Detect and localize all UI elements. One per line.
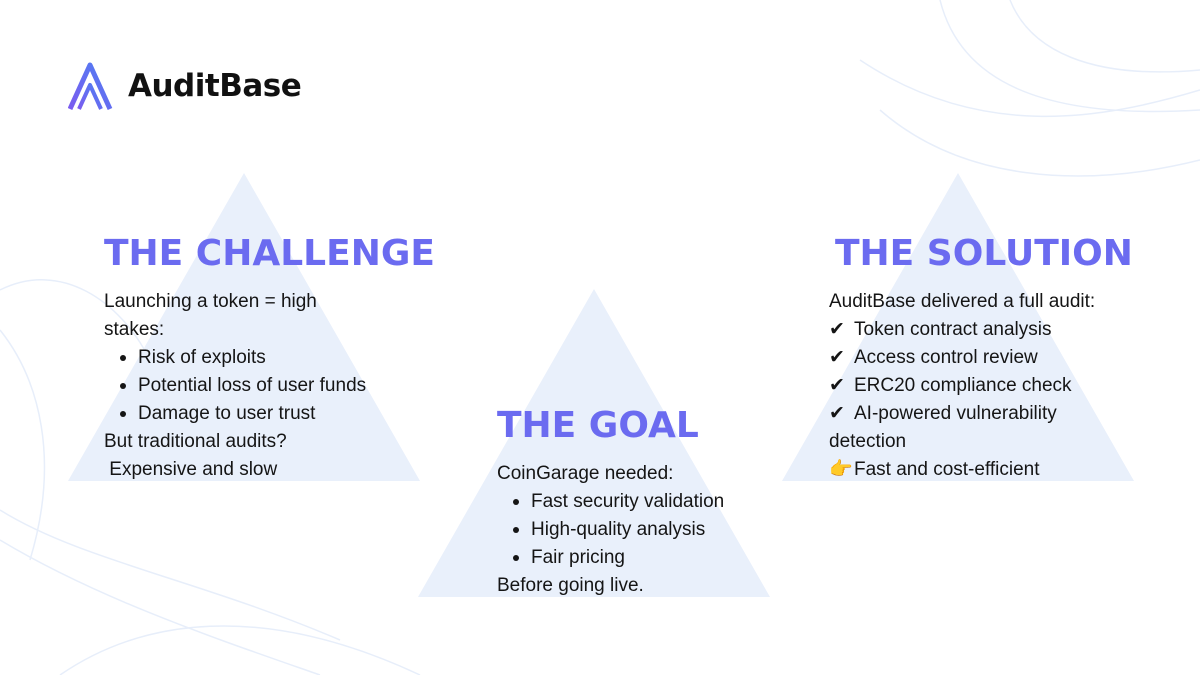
challenge-body: Launching a token = high stakes: Risk of… xyxy=(104,288,444,484)
solution-check-continuation: detection xyxy=(829,431,907,452)
goal-bullet: High-quality analysis xyxy=(497,516,797,544)
solution-check-label: ERC20 compliance check xyxy=(854,375,1072,396)
pointing-hand-icon: 👉 xyxy=(829,459,853,480)
solution-check-item: ✔ ERC20 compliance check xyxy=(829,372,1149,400)
solution-highlight: 👉Fast and cost-efficient xyxy=(829,456,1149,484)
solution-check-label: Access control review xyxy=(854,347,1038,368)
goal-body: CoinGarage needed: Fast security validat… xyxy=(497,460,797,600)
goal-section: THE GOAL CoinGarage needed: Fast securit… xyxy=(497,406,797,600)
goal-bullet: Fast security validation xyxy=(497,488,797,516)
goal-bullet: Fair pricing xyxy=(497,544,797,572)
challenge-question: But traditional audits? xyxy=(104,431,287,452)
goal-bullet-list: Fast security validation High-quality an… xyxy=(497,488,797,572)
solution-check-item: ✔ AI-powered vulnerability xyxy=(829,400,1149,428)
challenge-bullet: Damage to user trust xyxy=(104,400,444,428)
check-mark-icon: ✔ xyxy=(829,375,845,396)
challenge-answer: Expensive and slow xyxy=(104,459,278,480)
goal-outro: Before going live. xyxy=(497,575,644,596)
goal-intro: CoinGarage needed: xyxy=(497,463,674,484)
solution-check-label: Token contract analysis xyxy=(854,319,1052,340)
goal-triangle-shape xyxy=(418,289,770,597)
solution-section: THE SOLUTION AuditBase delivered a full … xyxy=(829,234,1149,484)
goal-heading: THE GOAL xyxy=(497,405,699,446)
challenge-bullet: Risk of exploits xyxy=(104,344,444,372)
challenge-heading: THE CHALLENGE xyxy=(104,233,435,274)
challenge-intro-line1: Launching a token = high xyxy=(104,291,317,312)
auditbase-logo-icon xyxy=(68,62,113,111)
challenge-section: THE CHALLENGE Launching a token = high s… xyxy=(104,234,444,484)
solution-body: AuditBase delivered a full audit: ✔ Token… xyxy=(829,288,1149,484)
challenge-triangle-shape xyxy=(68,173,420,481)
solution-intro: AuditBase delivered a full audit: xyxy=(829,291,1096,312)
challenge-bullet: Potential loss of user funds xyxy=(104,372,444,400)
solution-highlight-label: Fast and cost-efficient xyxy=(854,459,1040,480)
check-mark-icon: ✔ xyxy=(829,347,845,368)
challenge-intro-line2: stakes: xyxy=(104,319,165,340)
challenge-bullet-list: Risk of exploits Potential loss of user … xyxy=(104,344,444,428)
solution-heading: THE SOLUTION xyxy=(835,233,1133,274)
solution-triangle-shape xyxy=(782,173,1134,481)
solution-check-item: ✔ Token contract analysis xyxy=(829,316,1149,344)
brand-logo: AuditBase xyxy=(68,60,302,112)
solution-check-label: AI-powered vulnerability xyxy=(854,403,1057,424)
check-mark-icon: ✔ xyxy=(829,403,845,424)
brand-name: AuditBase xyxy=(128,68,302,104)
check-mark-icon: ✔ xyxy=(829,319,845,340)
solution-check-item: ✔ Access control review xyxy=(829,344,1149,372)
